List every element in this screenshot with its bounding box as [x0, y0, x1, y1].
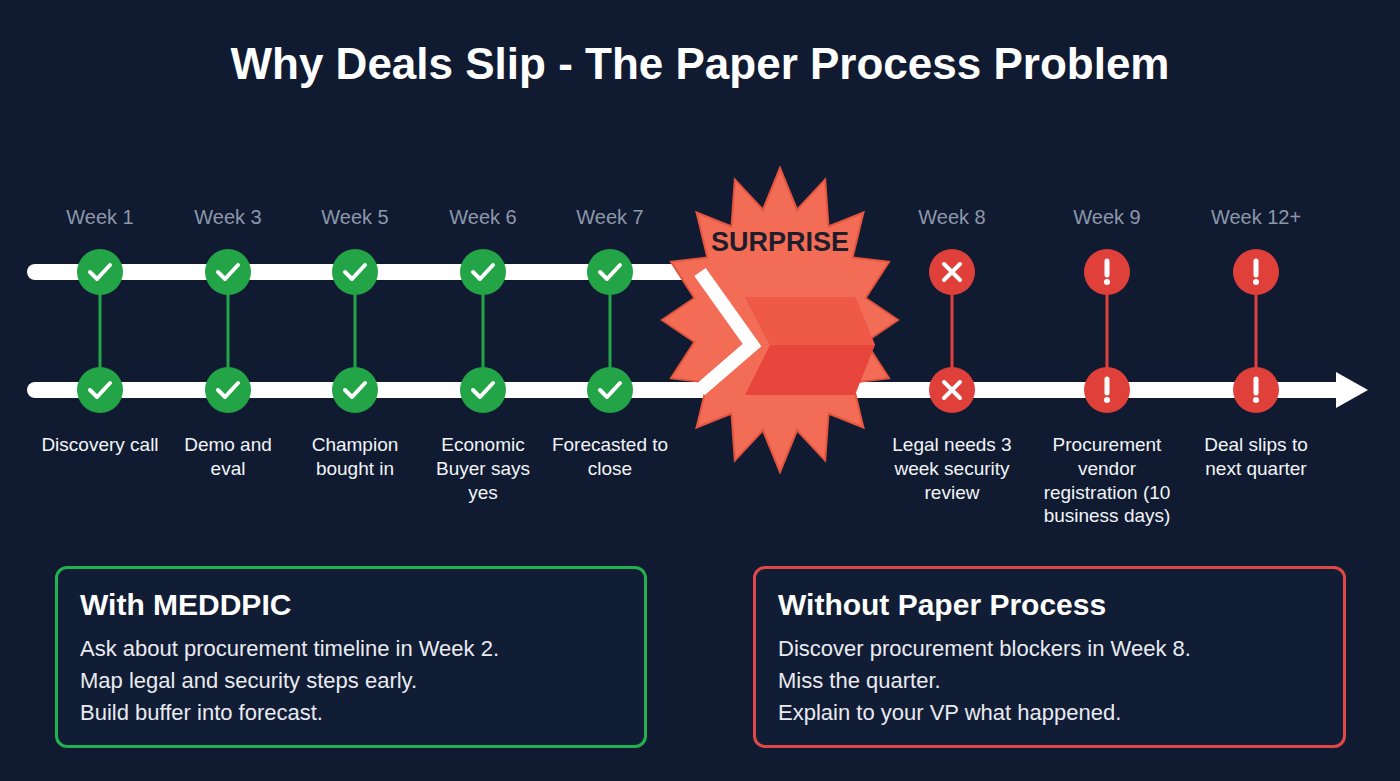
step-label: Procurement vendor registration (10 busi… [1032, 433, 1182, 528]
box-body-line: Discover procurement blockers in Week 8. [778, 633, 1321, 665]
burst-label: SURPRISE [660, 227, 900, 258]
connector-line [1255, 294, 1258, 368]
step-label: Discovery call [41, 433, 159, 457]
bang-icon [1253, 379, 1259, 403]
bang-icon [1104, 261, 1110, 285]
connector-line [354, 294, 357, 368]
connector-line [227, 294, 230, 368]
step-label: Champion bought in [296, 433, 414, 481]
connector-line [609, 294, 612, 368]
arrow-head [1336, 372, 1368, 408]
status-circle [1084, 367, 1130, 413]
week-label: Week 1 [45, 205, 155, 230]
box-body-line: Miss the quarter. [778, 665, 1321, 697]
status-circle [587, 367, 633, 413]
week-label: Week 7 [555, 205, 665, 230]
check-icon [90, 383, 110, 397]
check-icon [600, 383, 620, 397]
connector-line [99, 294, 102, 368]
box-body-line: Map legal and security steps early. [80, 665, 622, 697]
check-icon [473, 265, 493, 279]
status-circle [460, 249, 506, 295]
status-circle [205, 367, 251, 413]
check-icon [345, 383, 365, 397]
callout-box: Without Paper ProcessDiscover procuremen… [753, 566, 1346, 748]
check-icon [345, 265, 365, 279]
box-body-line: Explain to your VP what happened. [778, 697, 1321, 729]
box-body-line: Build buffer into forecast. [80, 697, 622, 729]
step-label: Forecasted to close [546, 433, 674, 481]
connector-line [1106, 294, 1109, 368]
starburst-outline [662, 168, 898, 472]
red-chevron [745, 297, 875, 395]
status-circle [1233, 367, 1279, 413]
step-label: Legal needs 3 week security review [886, 433, 1018, 504]
status-circle [332, 367, 378, 413]
connector-line [482, 294, 485, 368]
connector-line [951, 294, 954, 368]
status-circle [460, 367, 506, 413]
starburst-shape [660, 165, 900, 475]
bang-icon [1253, 261, 1259, 285]
check-icon [473, 383, 493, 397]
step-label: Demo and eval [169, 433, 287, 481]
check-icon [218, 383, 238, 397]
status-circle [929, 249, 975, 295]
week-label: Week 8 [897, 205, 1007, 230]
status-circle [332, 249, 378, 295]
status-circle [1233, 249, 1279, 295]
diagram-title: Why Deals Slip - The Paper Process Probl… [0, 38, 1400, 91]
track-chevron [700, 272, 752, 390]
surprise-starburst: SURPRISE [660, 165, 900, 475]
cross-icon [944, 264, 960, 280]
bang-icon [1104, 379, 1110, 403]
status-circle [77, 367, 123, 413]
check-icon [600, 265, 620, 279]
week-label: Week 3 [173, 205, 283, 230]
red-chevron-highlight [745, 297, 875, 345]
box-heading: Without Paper Process [778, 587, 1321, 623]
cross-icon [944, 382, 960, 398]
status-circle [1084, 249, 1130, 295]
box-body-line: Ask about procurement timeline in Week 2… [80, 633, 622, 665]
check-icon [90, 265, 110, 279]
week-label: Week 12+ [1196, 205, 1316, 230]
status-circle [587, 249, 633, 295]
week-label: Week 9 [1052, 205, 1162, 230]
callout-box: With MEDDPIC Ask about procurement timeli… [55, 566, 647, 748]
week-label: Week 5 [300, 205, 410, 230]
status-circle [77, 249, 123, 295]
check-icon [218, 265, 238, 279]
box-heading: With MEDDPIC [80, 587, 622, 623]
week-label: Week 6 [428, 205, 538, 230]
status-circle [205, 249, 251, 295]
step-label: Deal slips to next quarter [1197, 433, 1315, 481]
status-circle [929, 367, 975, 413]
step-label: Economic Buyer says yes [424, 433, 542, 504]
